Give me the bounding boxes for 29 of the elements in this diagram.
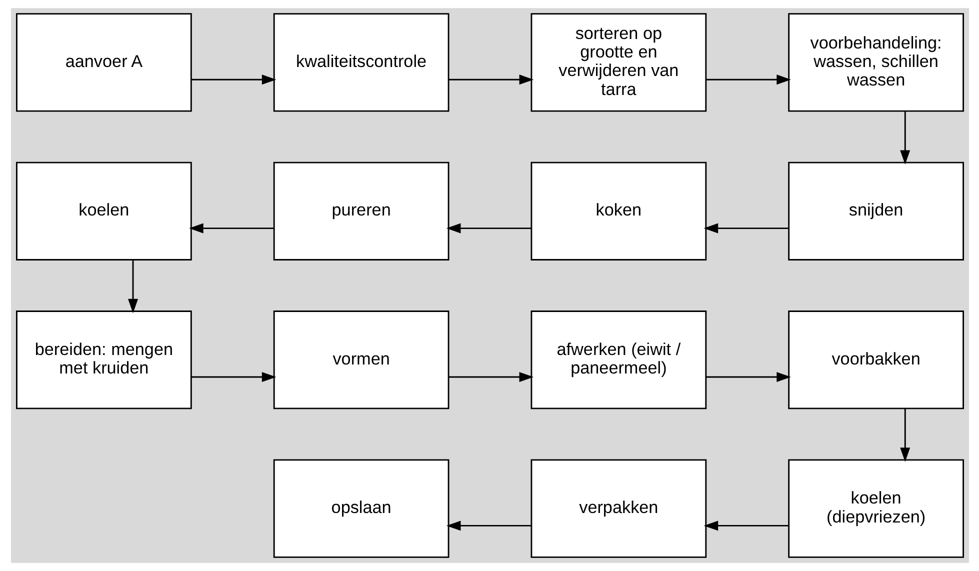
node-box: koelen <box>16 162 192 260</box>
node-box: kwaliteitscontrole <box>272 13 449 112</box>
arrow <box>703 520 788 531</box>
node-box: afwerken (eiwit / paneermeel) <box>530 310 706 410</box>
arrow <box>190 74 276 85</box>
node-box: voorbehandeling: wassen, schillen wassen <box>788 13 964 112</box>
node-box: aanvoer A <box>16 13 192 112</box>
arrow <box>446 223 531 234</box>
node-box: voorbakken <box>788 310 964 410</box>
arrow <box>900 111 910 164</box>
arrow <box>900 408 910 462</box>
arrow <box>706 74 790 85</box>
arrow <box>448 74 534 85</box>
node-box: bereiden: mengen met kruiden <box>16 310 192 410</box>
node-box: snijden <box>788 162 964 260</box>
node-box: pureren <box>272 162 449 260</box>
node-box: sorteren op grootte en verwijderen van tarra <box>530 13 706 112</box>
node-box: verpakken <box>530 459 706 558</box>
node-box: koelen (diepvriezen) <box>788 459 964 558</box>
arrow <box>706 372 790 382</box>
node-box: opslaan <box>272 459 449 558</box>
arrow <box>703 223 788 234</box>
arrow <box>446 520 531 531</box>
arrow <box>448 372 534 382</box>
arrow <box>190 372 276 382</box>
node-box: koken <box>530 162 706 260</box>
arrow <box>128 260 138 314</box>
node-box: vormen <box>272 310 449 410</box>
arrow <box>188 223 274 234</box>
